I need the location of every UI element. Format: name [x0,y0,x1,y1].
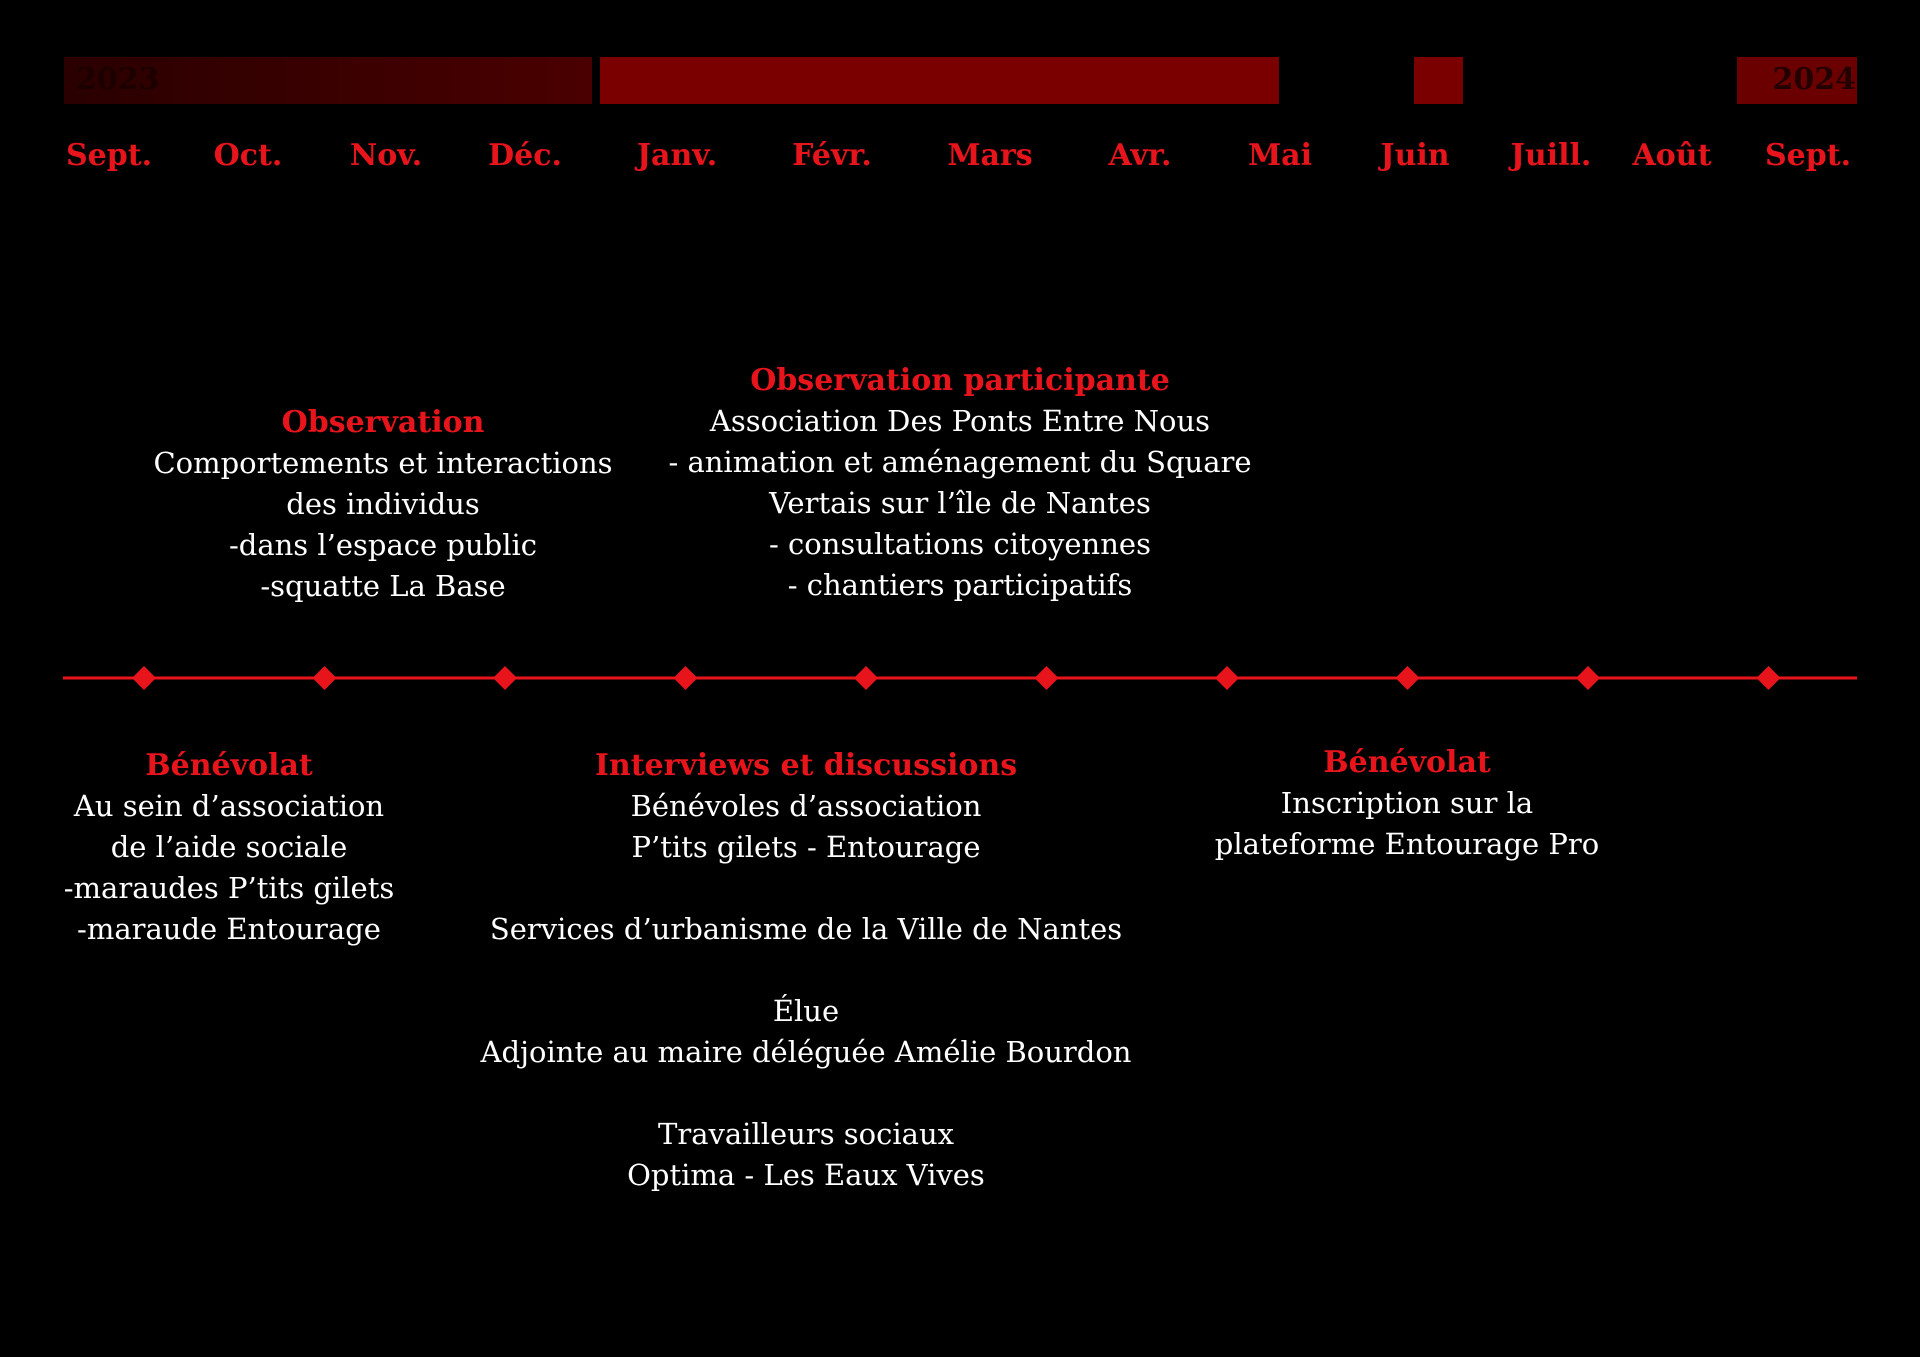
block-benevolat-2: Bénévolat Inscription sur la plateforme … [1215,742,1599,865]
block-line: des individus [286,487,480,521]
block-line: -dans l’espace public [228,528,538,562]
block-line: Au sein d’association [73,789,385,823]
block-observation: Observation Comportements et interaction… [153,402,612,607]
block-line [481,868,1132,909]
phase-bar-2024 [1737,57,1857,104]
month-label: Juill. [1510,138,1592,173]
block-observation-participante: Observation participante Association Des… [668,360,1251,606]
block-line: Services d’urbanisme de la Ville de Nant… [489,912,1123,946]
month-label: Mai [1247,138,1313,173]
block-line: - animation et aménagement du Square [668,445,1252,479]
timeline-diamond-marker [312,666,337,690]
timeline-diamond-marker [132,666,156,690]
month-label: Janv. [636,138,718,173]
month-label: Oct. [213,138,283,173]
phase-bar-june [1414,57,1463,104]
month-label: Sept. [1764,138,1852,173]
month-label: Juin [1380,138,1450,173]
timeline-diamond-marker [854,666,878,690]
block-line: -maraudes P’tits gilets [63,871,395,905]
block-line: Association Des Ponts Entre Nous [709,404,1211,438]
timeline-diamond-marker [493,666,517,690]
block-line: -squatte La Base [260,569,506,603]
block-line [481,1073,1132,1114]
timeline-diamond-marker [673,666,698,690]
block-line: Vertais sur l’île de Nantes [769,486,1151,520]
phase-bar-2023 [64,57,592,104]
block-line: Travailleurs sociaux [658,1117,954,1151]
month-label: Déc. [488,138,562,173]
month-label: Nov. [349,138,423,173]
month-label: Avr. [1108,138,1172,173]
block-line: plateforme Entourage Pro [1214,827,1600,861]
year-label-end: 2024 [1772,62,1857,97]
phase-bar-january-may [600,57,1279,104]
block-interviews: Interviews et discussions Bénévoles d’as… [481,745,1132,1196]
block-line: de l’aide sociale [110,830,348,864]
block-line: Bénévoles d’association [630,789,982,823]
block-line: Adjointe au maire déléguée Amélie Bourdo… [480,1035,1132,1069]
block-line: - chantiers participatifs [787,568,1133,602]
block-heading: Observation [281,405,485,440]
timeline-markers [132,666,1781,690]
timeline-diamond-marker [1395,666,1420,690]
timeline-diamond-marker [1034,666,1059,690]
year-label-start: 2023 [76,62,160,97]
block-line [481,950,1132,991]
block-heading: Interviews et discussions [594,748,1018,783]
block-heading: Bénévolat [145,748,313,783]
block-line: Optima - Les Eaux Vives [627,1158,985,1192]
month-label: Févr. [792,138,872,173]
block-line: P’tits gilets - Entourage [631,830,981,864]
month-label: Août [1632,138,1712,173]
block-heading: Observation participante [750,363,1170,398]
block-heading: Bénévolat [1323,745,1491,780]
timeline-diamond-marker [1576,666,1600,690]
block-line: Élue [772,994,840,1028]
block-line: -maraude Entourage [77,912,381,946]
block-line: Comportements et interactions [153,446,613,480]
timeline-diamond-marker [1756,666,1781,690]
block-benevolat-1: Bénévolat Au sein d’association de l’aid… [64,745,394,950]
month-label: Mars [947,138,1033,173]
month-label: Sept. [65,138,153,173]
block-line: Inscription sur la [1280,786,1534,820]
block-line: - consultations citoyennes [769,527,1151,561]
timeline-diamond-marker [1215,666,1239,690]
